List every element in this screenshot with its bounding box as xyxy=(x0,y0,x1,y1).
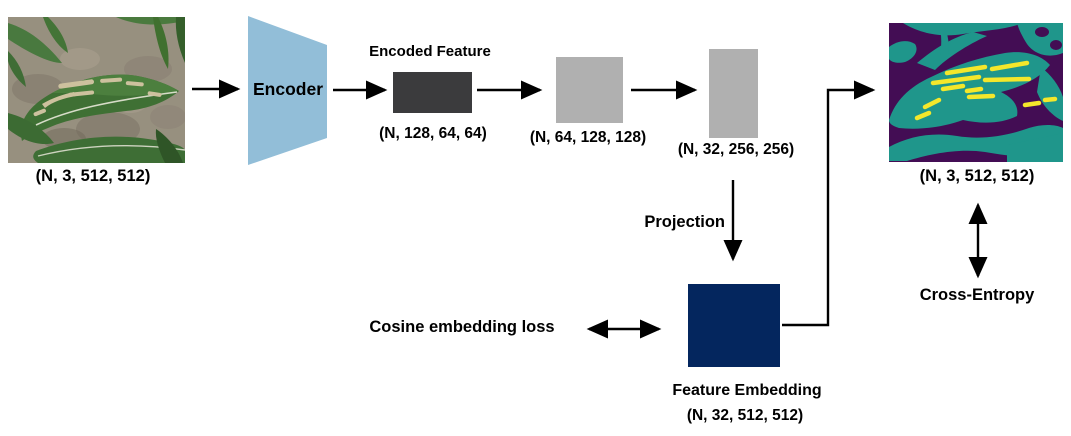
arrow-embedding-to-output xyxy=(782,80,876,327)
leaf-photo-graphic xyxy=(8,17,185,163)
segmentation-mask-graphic xyxy=(889,23,1063,162)
feature-embedding-block xyxy=(688,284,780,367)
feature-map-1-shape-label: (N, 64, 128, 128) xyxy=(529,129,647,146)
output-shape-label: (N, 3, 512, 512) xyxy=(919,167,1035,185)
encoder-block xyxy=(246,14,330,168)
feature-map-2-block xyxy=(709,49,758,138)
encoder-trapezoid xyxy=(248,16,327,165)
feature-embedding-title: Feature Embedding xyxy=(672,382,822,399)
feature-map-1-block xyxy=(556,57,623,123)
input-shape-label: (N, 3, 512, 512) xyxy=(35,167,151,185)
encoded-feature-block xyxy=(393,72,472,113)
output-segmentation-mask xyxy=(889,23,1063,162)
encoded-feature-title: Encoded Feature xyxy=(369,43,491,60)
cross-entropy-label: Cross-Entropy xyxy=(919,286,1035,304)
cosine-loss-label: Cosine embedding loss xyxy=(369,318,555,336)
encoded-feature-shape-label: (N, 128, 64, 64) xyxy=(379,125,487,142)
input-leaf-photo xyxy=(8,17,185,163)
feature-map-2-shape-label: (N, 32, 256, 256) xyxy=(677,141,795,158)
projection-label: Projection xyxy=(644,213,725,231)
feature-embedding-shape-label: (N, 32, 512, 512) xyxy=(686,407,804,424)
encoder-label: Encoder xyxy=(252,79,324,99)
